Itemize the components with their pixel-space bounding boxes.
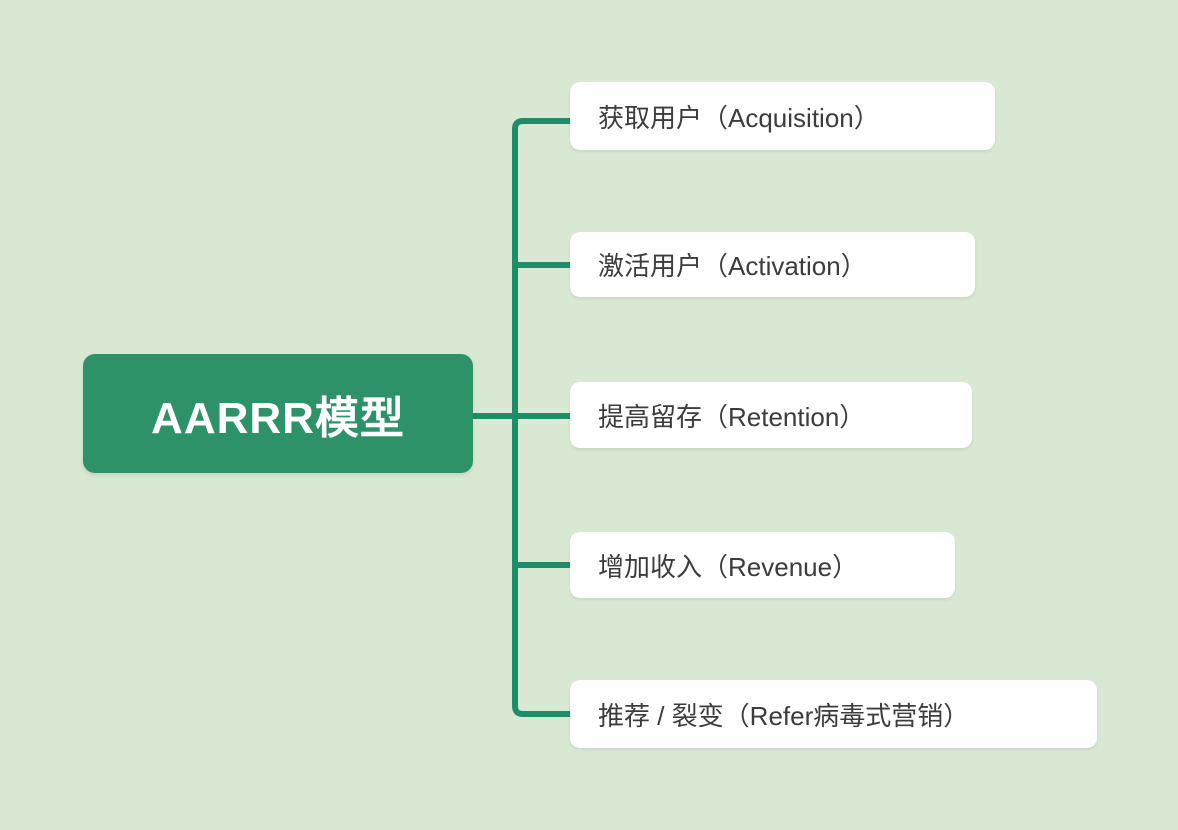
node-retention[interactable]: 提高留存（Retention） bbox=[570, 382, 972, 448]
root-node-label: AARRR模型 bbox=[151, 393, 405, 443]
node-activation-label: 激活用户（Activation） bbox=[598, 251, 867, 281]
node-revenue[interactable]: 增加收入（Revenue） bbox=[570, 532, 955, 598]
node-referral-label: 推荐 / 裂变（Refer病毒式营销） bbox=[598, 700, 970, 731]
node-revenue-label: 增加收入（Revenue） bbox=[598, 551, 859, 582]
node-acquisition-label: 获取用户（Acquisition） bbox=[598, 102, 880, 133]
node-acquisition[interactable]: 获取用户（Acquisition） bbox=[570, 82, 995, 150]
node-activation[interactable]: 激活用户（Activation） bbox=[570, 232, 975, 297]
root-node-aarrr[interactable]: AARRR模型 bbox=[83, 354, 473, 473]
node-referral[interactable]: 推荐 / 裂变（Refer病毒式营销） bbox=[570, 680, 1097, 748]
node-retention-label: 提高留存（Retention） bbox=[598, 401, 866, 432]
